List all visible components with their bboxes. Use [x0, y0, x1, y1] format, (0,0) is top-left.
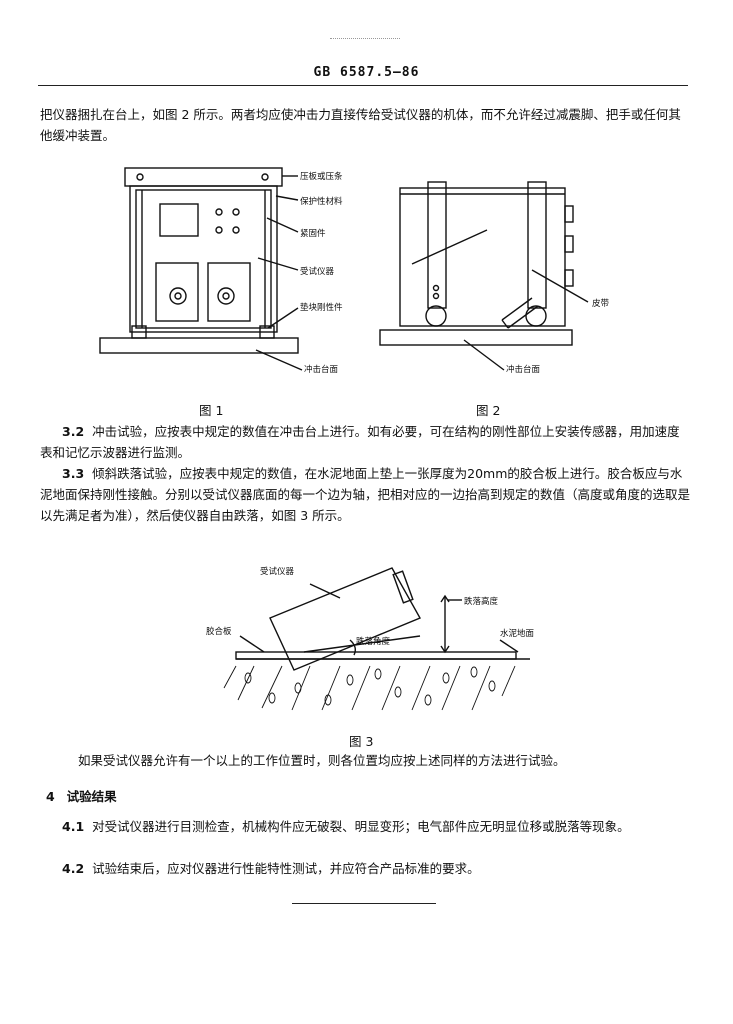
section-3-2-number: 3.2 — [62, 424, 85, 439]
note-paragraph: 如果受试仪器允许有一个以上的工作位置时，则各位置均应按上述同样的方法进行试验。 — [78, 753, 566, 768]
section-3-2: 3.2 冲击试验，应按表中规定的数值在冲击台上进行。如有必要，可在结构的刚性部位… — [40, 421, 690, 463]
fig3-label-plywood: 胶合板 — [206, 626, 232, 637]
section-3-3-text: 倾斜跌落试验，应按表中规定的数值，在水泥地面上垫上一张厚度为20mm的胶合板上进… — [40, 466, 691, 523]
figure-2-diagram: 皮带 冲击台面 — [379, 181, 610, 375]
fig1-label-clamp: 压板或压条 — [300, 171, 343, 182]
section-3-3: 3.3 倾斜跌落试验，应按表中规定的数值，在水泥地面上垫上一张厚度为20mm的胶… — [40, 463, 690, 526]
fig2-label-table: 冲击台面 — [506, 364, 541, 375]
section-4-2-number: 4.2 — [62, 861, 85, 876]
section-4-number: 4 — [46, 789, 55, 804]
fig3-label-device: 受试仪器 — [260, 566, 295, 577]
fig3-label-drop-height: 跌落高度 — [464, 596, 499, 607]
scan-mark — [330, 38, 400, 39]
section-4-2: 4.2 试验结束后，应对仪器进行性能特性测试，并应符合产品标准的要求。 — [40, 858, 690, 879]
end-rule — [292, 903, 436, 904]
figure-1-diagram: 压板或压条 保护性材料 紧固件 受试仪器 垫块刚性件 冲击台面 — [99, 167, 343, 375]
fig2-label-belt: 皮带 — [592, 298, 610, 309]
page-header: GB 6587.5—86 — [313, 65, 420, 80]
figure-3-caption: 图 3 — [349, 734, 374, 749]
section-4-heading: 4 试验结果 — [46, 786, 346, 807]
fig1-label-protect: 保护性材料 — [300, 196, 343, 207]
fig3-label-drop-angle: 跌落角度 — [356, 636, 391, 647]
section-4-title: 试验结果 — [66, 789, 117, 804]
section-4-2-text: 试验结束后，应对仪器进行性能特性测试，并应符合产品标准的要求。 — [92, 861, 480, 876]
section-4-1-number: 4.1 — [62, 819, 85, 834]
fig1-label-table: 冲击台面 — [304, 364, 339, 375]
figure-1-caption: 图 1 — [199, 403, 224, 418]
section-4-1: 4.1 对受试仪器进行目测检查，机械构件应无破裂、明显变形；电气部件应无明显位移… — [40, 816, 690, 837]
figure-3-diagram: 受试仪器 跌落高度 胶合板 跌落角度 水泥地面 — [206, 566, 535, 711]
fig1-label-block: 垫块刚性件 — [300, 302, 343, 313]
figure-2-caption: 图 2 — [476, 403, 501, 418]
section-3-3-number: 3.3 — [62, 466, 85, 481]
intro-paragraph: 把仪器捆扎在台上，如图 2 所示。两者均应使冲击力直接传给受试仪器的机体，而不允… — [40, 107, 681, 143]
fig1-label-device: 受试仪器 — [300, 266, 335, 277]
fig1-label-fastener: 紧固件 — [300, 228, 326, 239]
section-3-2-text: 冲击试验，应按表中规定的数值在冲击台上进行。如有必要，可在结构的刚性部位上安装传… — [40, 424, 680, 460]
section-4-1-text: 对受试仪器进行目测检查，机械构件应无破裂、明显变形；电气部件应无明显位移或脱落等… — [92, 819, 630, 834]
header-rule — [38, 85, 688, 86]
fig3-label-floor: 水泥地面 — [500, 628, 535, 639]
